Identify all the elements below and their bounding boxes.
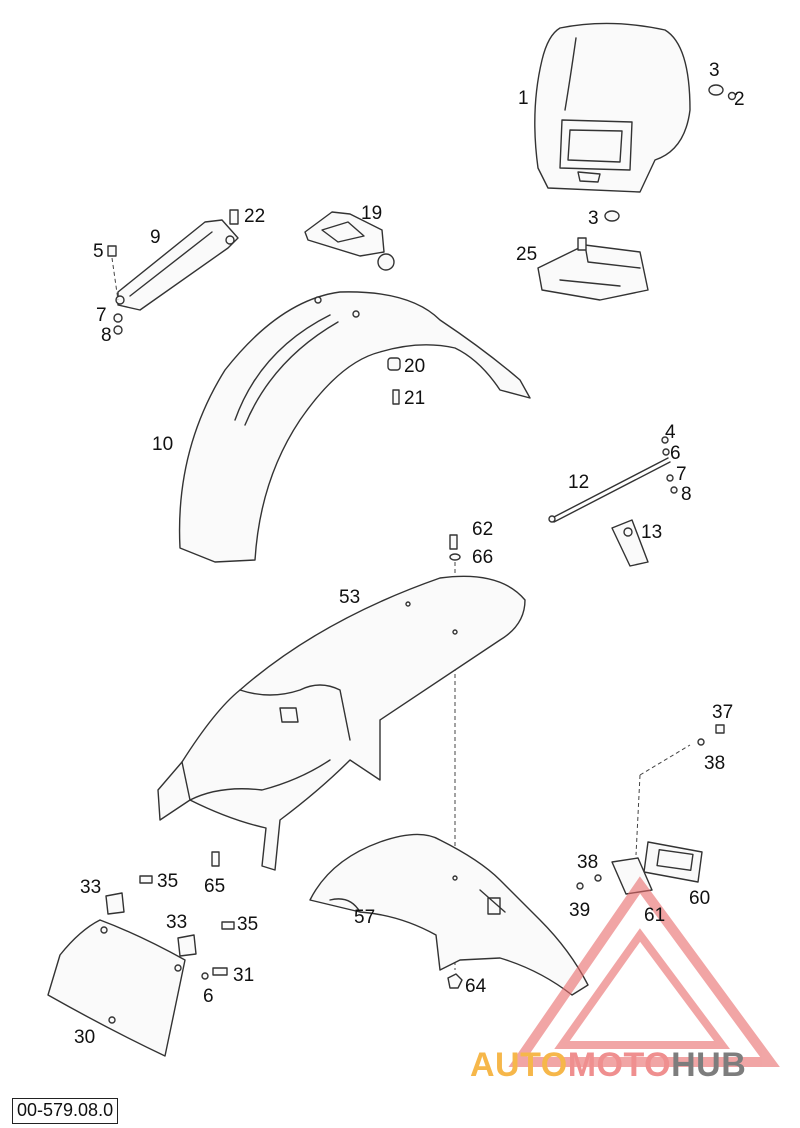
callout-33: 33 (166, 912, 188, 933)
callout-65: 65 (204, 876, 226, 897)
callout-10: 10 (152, 434, 174, 455)
callout-7: 7 (676, 464, 687, 485)
callout-8: 8 (101, 325, 112, 346)
screw-part (229, 209, 239, 225)
callout-61: 61 (644, 905, 666, 926)
bolt-part (107, 245, 123, 335)
callout-64: 64 (465, 976, 487, 997)
clamp-part (611, 519, 649, 567)
diagram-reference-code: 00-579.08.0 (12, 1098, 119, 1124)
watermark-logo: AUTOMOTOHUB (470, 1046, 746, 1085)
watermark-triangle (508, 876, 780, 1067)
callout-37: 37 (712, 702, 734, 723)
callout-3: 3 (588, 208, 599, 229)
watermark-word-3: HUB (671, 1046, 747, 1084)
license-plate-light-part (576, 724, 725, 895)
callout-38: 38 (577, 852, 599, 873)
callout-31: 31 (233, 965, 255, 986)
callout-30: 30 (74, 1027, 96, 1048)
callout-35: 35 (237, 914, 259, 935)
plate-screw-part (139, 875, 235, 980)
callout-13: 13 (641, 522, 663, 543)
front-fender-part (178, 291, 531, 563)
fender-brace-part (115, 219, 239, 311)
clip-part (105, 892, 197, 957)
callout-53: 53 (339, 587, 361, 608)
callout-38: 38 (704, 753, 726, 774)
license-plate-holder-part (309, 833, 589, 996)
fender-bracket-part (304, 211, 395, 271)
rear-fender-part (157, 575, 526, 871)
callout-19: 19 (361, 203, 383, 224)
callout-3: 3 (709, 60, 720, 81)
callout-22: 22 (244, 206, 266, 227)
grommet-part (604, 84, 737, 222)
callout-57: 57 (354, 907, 376, 928)
callout-6: 6 (670, 443, 681, 464)
callout-8: 8 (681, 484, 692, 505)
callout-6: 6 (203, 986, 214, 1007)
callout-25: 25 (516, 244, 538, 265)
watermark-word-2: MOTO (567, 1046, 672, 1084)
callout-9: 9 (150, 227, 161, 248)
callout-62: 62 (472, 519, 494, 540)
callout-20: 20 (404, 356, 426, 377)
callout-5: 5 (93, 241, 104, 262)
callout-66: 66 (472, 547, 494, 568)
callout-33: 33 (80, 877, 102, 898)
callout-21: 21 (404, 388, 426, 409)
callout-7: 7 (96, 305, 107, 326)
callout-1: 1 (518, 88, 529, 109)
number-plate-part (47, 919, 186, 1057)
callout-4: 4 (665, 422, 676, 443)
headlight-mask-part (534, 22, 691, 193)
callout-2: 2 (734, 89, 745, 110)
fender-screw-part (392, 389, 400, 405)
screw-part-65 (211, 851, 220, 867)
callout-12: 12 (568, 472, 590, 493)
callout-39: 39 (569, 900, 591, 921)
callout-35: 35 (157, 871, 179, 892)
callout-60: 60 (689, 888, 711, 909)
headlight-bracket-part (537, 237, 649, 301)
brake-line-stay-part (548, 436, 678, 523)
watermark-word-1: AUTO (470, 1046, 568, 1084)
nut-part (447, 973, 463, 989)
rubber-nut-part (387, 357, 401, 371)
